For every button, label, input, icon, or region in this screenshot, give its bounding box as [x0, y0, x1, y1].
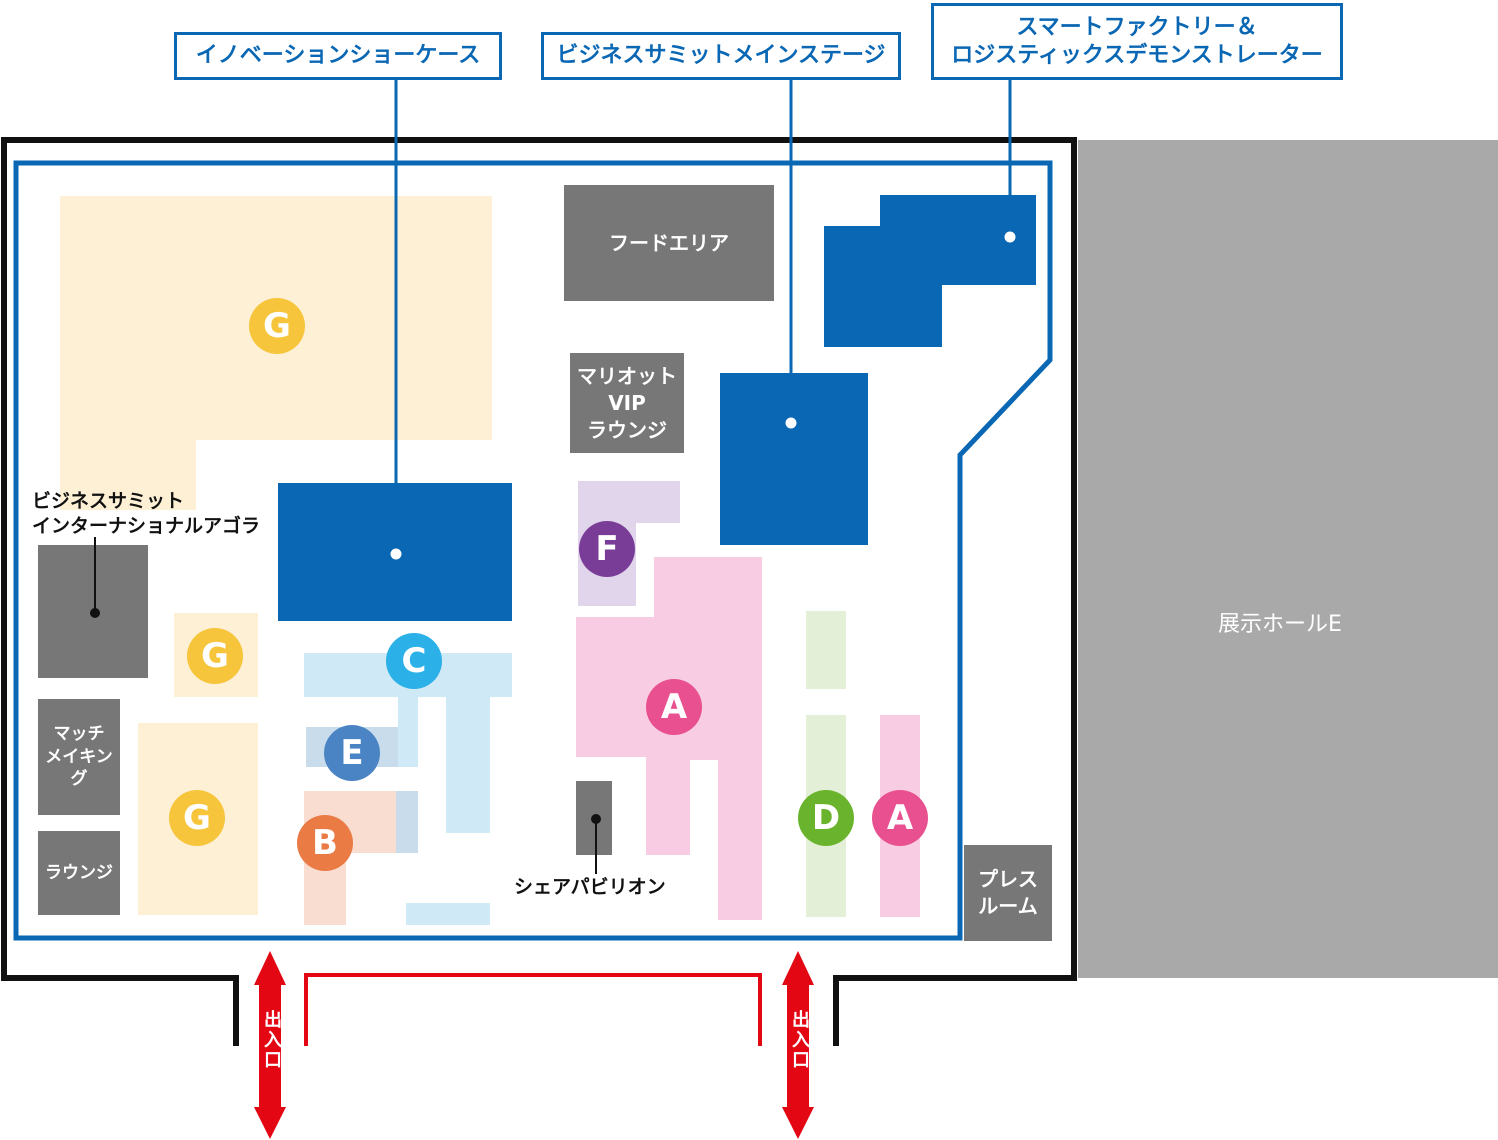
zone-a-badge-main[interactable]: A [646, 679, 702, 735]
entrance-connector [304, 973, 762, 1046]
zone-a-area-main [576, 557, 762, 920]
zone-c-area-stem [398, 697, 418, 767]
agora-marker [90, 608, 100, 618]
summit-main-stage-area [720, 373, 868, 545]
innovation-marker [387, 545, 405, 563]
hall-e-area [1078, 140, 1498, 978]
food-area: フードエリア [564, 185, 774, 301]
smart-factory-label: スマートファクトリー＆ ロジスティックスデモンストレーター [931, 3, 1343, 80]
lounge-room: ラウンジ [38, 831, 120, 915]
matchmaking-room: マッチ メイキング [38, 699, 120, 815]
entrance-label-right: 出入口 [789, 1010, 810, 1070]
marriott-vip-lounge: マリオット VIP ラウンジ [570, 353, 684, 453]
zone-f-badge[interactable]: F [579, 521, 635, 577]
entrance-arrow-left [254, 951, 286, 1139]
zone-c-area-bottom [406, 903, 490, 925]
stage-marker [782, 414, 800, 432]
zone-g-badge-top[interactable]: G [249, 298, 305, 354]
zone-c-badge[interactable]: C [386, 633, 442, 689]
building-wall [1, 137, 1077, 1046]
zone-c-area-small [396, 791, 418, 853]
share-pavilion-label: シェアパビリオン [514, 876, 666, 898]
entrance-label-left: 出入口 [261, 1010, 282, 1070]
venue-boundary [13, 160, 1053, 941]
smart-factory-area [824, 195, 1036, 347]
zone-g-badge-bottom[interactable]: G [169, 790, 225, 846]
hall-e-label: 展示ホールE [1218, 612, 1342, 637]
zone-d-area-top [806, 611, 846, 689]
zone-c-area-right [446, 697, 490, 833]
zone-g-badge-middle[interactable]: G [187, 628, 243, 684]
factory-marker [1001, 228, 1019, 246]
zone-b-badge[interactable]: B [297, 815, 353, 871]
share-pavilion-marker [591, 814, 601, 824]
summit-main-stage-label: ビジネスサミットメインステージ [541, 32, 901, 80]
press-room: プレス ルーム [964, 845, 1052, 941]
zone-d-badge[interactable]: D [798, 790, 854, 846]
innovation-showcase-label: イノベーションショーケース [174, 32, 502, 80]
agora-label: ビジネスサミット インターナショナルアゴラ [32, 490, 261, 537]
zone-a-badge-right[interactable]: A [872, 790, 928, 846]
zone-e-badge[interactable]: E [324, 725, 380, 781]
entrance-arrow-right [782, 951, 814, 1139]
